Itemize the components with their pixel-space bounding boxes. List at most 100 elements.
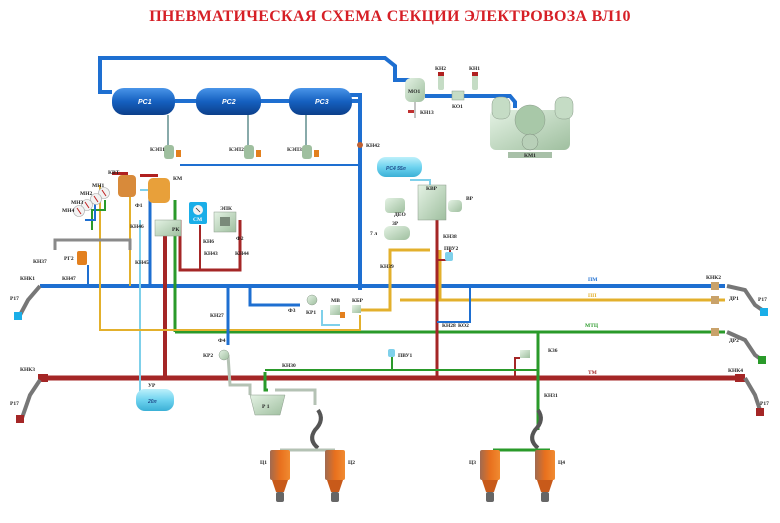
label-r17-bottom-right: Р17 xyxy=(760,401,769,407)
label-line-pp: ПП xyxy=(588,293,597,299)
electro-pneumatic-valve-epk: ЭПК xyxy=(213,206,237,233)
svg-text:МН1: МН1 xyxy=(92,183,104,189)
pipe-red-loop xyxy=(178,220,242,272)
reservoir-ur: УР 20л xyxy=(136,383,174,411)
hose-mtc-right xyxy=(726,330,764,362)
svg-text:КР1: КР1 xyxy=(306,310,316,316)
svg-text:ДЕО: ДЕО xyxy=(394,212,406,218)
pipe-gray xyxy=(53,238,132,250)
pneumatic-switch-pvu2: ПВУ2 xyxy=(444,246,459,261)
svg-text:УР: УР xyxy=(148,383,156,389)
relay-rk: РК xyxy=(154,219,182,237)
magnetic-valve-mv: МВ xyxy=(330,298,345,318)
valve-kn42[interactable]: КН42 xyxy=(357,142,380,149)
label-r17-bottom-left: Р17 xyxy=(10,401,19,407)
valve-kbr: КБР xyxy=(352,298,364,313)
label-r17-top-left: Р17 xyxy=(10,296,19,302)
svg-text:Ц1: Ц1 xyxy=(260,460,267,466)
svg-text:РС4 55л: РС4 55л xyxy=(386,166,407,172)
pipe-top-loop xyxy=(98,56,410,94)
check-valve-ko1: КО1 xyxy=(451,90,465,110)
reservoir-rs4: РС4 55л xyxy=(377,157,422,177)
svg-text:ЭПК: ЭПК xyxy=(220,206,232,212)
pipe-gray-kr2 xyxy=(226,354,252,395)
air-distributor: КВР ВР ДЕО xyxy=(385,184,474,221)
label-ko2: КО2 xyxy=(458,323,469,329)
svg-text:КН1: КН1 xyxy=(469,66,480,72)
brake-cylinder-c1: Ц1 xyxy=(260,450,290,502)
label-kn37: КН37 xyxy=(33,259,47,265)
svg-text:КМ: КМ xyxy=(173,176,183,182)
label-kn47: КН47 xyxy=(62,276,76,282)
oil-separator-mo1: МО1 КН13 xyxy=(405,78,434,118)
brake-cylinder-c3: Ц3 xyxy=(469,450,500,502)
drain-valve-3[interactable]: КЭП3 xyxy=(287,115,319,159)
svg-text:КЭП1: КЭП1 xyxy=(150,147,165,153)
drivers-brake-valve-km[interactable]: КМ xyxy=(140,174,183,203)
label-kn31: КН31 xyxy=(544,393,558,399)
svg-text:Ц2: Ц2 xyxy=(348,460,355,466)
svg-text:КО1: КО1 xyxy=(452,104,463,110)
label-kn38: КН38 xyxy=(443,234,457,240)
drain-valve-2[interactable]: КЭП2 xyxy=(229,115,261,159)
svg-text:РС2: РС2 xyxy=(222,99,236,106)
end-valve-pp[interactable] xyxy=(711,296,719,304)
svg-text:КН2: КН2 xyxy=(435,66,446,72)
svg-text:РГ2: РГ2 xyxy=(64,256,74,262)
label-kn46: КН46 xyxy=(130,224,144,230)
pipe-k36 xyxy=(514,357,520,378)
label-line-tm: ТМ xyxy=(588,370,598,376)
hose-left xyxy=(310,408,323,450)
auxiliary-brake-valve-kvt[interactable]: КВТ xyxy=(108,170,136,197)
svg-text:КВТ: КВТ xyxy=(108,170,120,176)
label-kn28: КН28 xyxy=(442,323,456,329)
pipe-green-r1 xyxy=(263,372,268,392)
label-knk1: КНК1 xyxy=(20,276,35,282)
label-f2: Ф2 xyxy=(236,236,244,242)
pipe-compressor xyxy=(425,94,517,108)
gauge-sm: СМ xyxy=(189,202,207,224)
pipe-kbr xyxy=(355,248,430,312)
label-kn43: КН43 xyxy=(204,251,218,257)
label-kn27: КН27 xyxy=(210,313,224,319)
svg-text:КМ1: КМ1 xyxy=(524,153,536,159)
hose-tm-right xyxy=(743,376,762,411)
label-kn45: КН45 xyxy=(135,260,149,266)
valve-k36: К36 xyxy=(520,348,558,358)
svg-text:КР2: КР2 xyxy=(203,353,213,359)
label-f3: Ф3 xyxy=(288,308,296,314)
coupling-pm-left[interactable] xyxy=(14,312,22,320)
reducer-kr2: КР2 xyxy=(203,349,230,361)
coupling-mtc-right[interactable] xyxy=(758,356,766,364)
label-f1: Ф1 xyxy=(135,203,143,209)
svg-text:ВР: ВР xyxy=(466,196,474,202)
valve-kn2[interactable]: КН2 xyxy=(435,66,446,90)
svg-text:20л: 20л xyxy=(147,399,158,405)
svg-text:КН42: КН42 xyxy=(366,143,380,149)
relay-r1: Р 1 xyxy=(249,394,286,416)
svg-text:ЗР: ЗР xyxy=(392,221,399,227)
coupling-tm-left[interactable] xyxy=(16,415,24,423)
end-valve-knk3[interactable]: КНК3 xyxy=(20,367,48,382)
reservoir-rs3: РС3 xyxy=(289,88,352,115)
svg-text:КБР: КБР xyxy=(352,298,364,304)
coupling-pm-right[interactable] xyxy=(760,308,768,316)
end-valve-knk4[interactable]: КНК4 xyxy=(728,368,745,382)
svg-text:РС3: РС3 xyxy=(315,99,329,106)
end-valve-knk2[interactable]: КНК2 ДР1 xyxy=(706,275,739,302)
gauges: МН1 МН2 МН3 МН4 xyxy=(62,183,110,217)
pipe-mv xyxy=(321,310,340,326)
svg-text:К36: К36 xyxy=(548,348,558,354)
valve-kn1[interactable]: КН1 xyxy=(469,66,480,90)
drain-valve-1[interactable]: КЭП1 xyxy=(150,115,181,159)
reducer-kr1: КР1 xyxy=(306,294,318,316)
reservoir-zr: ЗР 7 л xyxy=(370,221,410,240)
svg-text:ПВУ1: ПВУ1 xyxy=(398,353,413,359)
label-dr2: ДР2 xyxy=(729,338,739,344)
svg-text:ДР1: ДР1 xyxy=(729,296,739,302)
end-valve-mtc[interactable] xyxy=(711,328,719,336)
label-f4: Ф4 xyxy=(218,338,226,344)
coupling-tm-right[interactable] xyxy=(756,408,764,416)
label-r17-top-right: Р17 xyxy=(758,297,767,303)
